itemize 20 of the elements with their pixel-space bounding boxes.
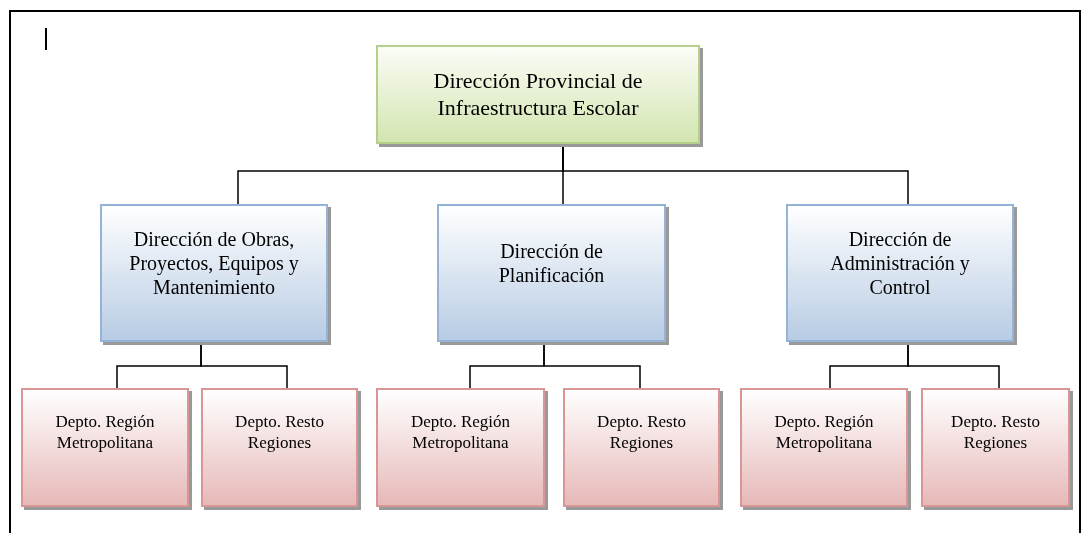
unit-name: Depto. Región Metropolitana (54, 412, 156, 453)
unit-name: Depto. Región Metropolitana (409, 412, 512, 453)
org-unit-box (921, 388, 1070, 507)
unit-name: Dirección de Administración y Control (829, 227, 971, 299)
org-unit-box (437, 204, 666, 342)
unit-name: Depto. Resto Regiones (596, 412, 687, 453)
unit-name: Depto. Resto Regiones (950, 412, 1041, 453)
org-unit-box (376, 388, 545, 507)
org-unit-box (376, 45, 700, 144)
unit-name: Dirección Provincial de Infraestructura Escolar (432, 68, 644, 121)
org-unit-box (100, 204, 328, 342)
org-unit-box (201, 388, 358, 507)
unit-name: Depto. Resto Regiones (234, 412, 325, 453)
org-unit-box (740, 388, 908, 507)
unit-name: Depto. Región Metropolitana (773, 412, 875, 453)
org-unit-box (563, 388, 720, 507)
org-unit-box (21, 388, 189, 507)
unit-name: Dirección de Planificación (497, 239, 606, 287)
org-unit-box (786, 204, 1014, 342)
unit-name: Dirección de Obras, Proyectos, Equipos y Mantenimiento (128, 227, 300, 299)
